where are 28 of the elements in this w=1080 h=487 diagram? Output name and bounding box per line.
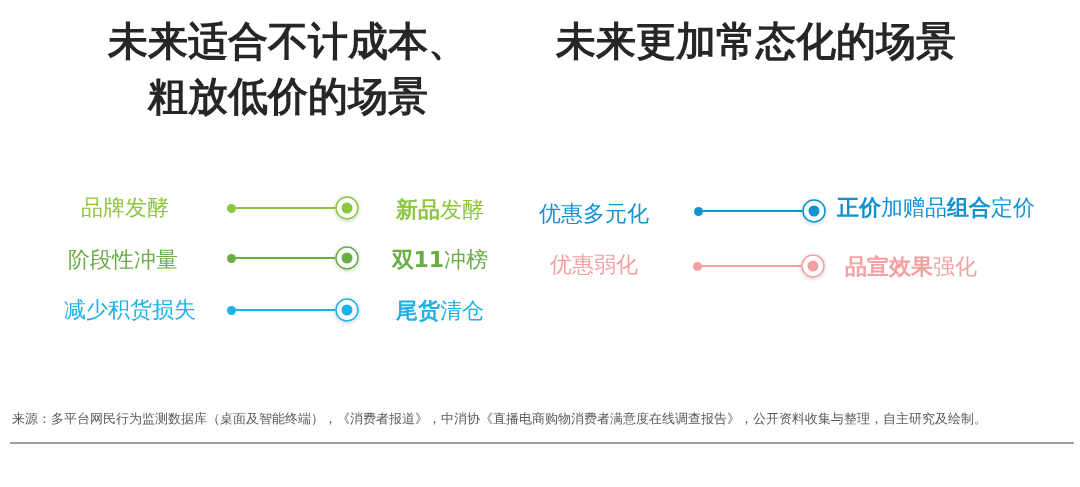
ring-marker <box>802 199 826 223</box>
ring-marker <box>801 254 825 278</box>
connector-line <box>700 265 802 267</box>
dot-marker <box>226 203 236 213</box>
source-note: 来源：多平台网民行为监测数据库（桌面及智能终端），《消费者报道》，中消协《直播电商购物消费者满意度在线调查报告》，公开资料收集与整理，自主研究及绘制。 <box>12 410 988 427</box>
ring-marker <box>335 246 359 270</box>
dot-marker <box>226 253 236 263</box>
connector-line <box>234 309 336 311</box>
ring-marker <box>335 196 359 220</box>
phrase-text: 双11冲榜 <box>391 246 489 274</box>
section-heading: 未来更加常态化的场景 <box>554 17 957 66</box>
ring-marker <box>335 298 359 322</box>
connector-line <box>234 207 336 209</box>
phrase-text: 品宣效果强化 <box>845 253 977 281</box>
phrase-text: 尾货清仓 <box>396 297 484 325</box>
dot-marker <box>226 305 236 315</box>
phrase-text: 品牌发酵 <box>81 194 169 222</box>
dot-marker <box>692 261 702 271</box>
phrase-text: 优惠弱化 <box>550 251 638 279</box>
connector-line <box>701 210 803 212</box>
phrase-text: 阶段性冲量 <box>68 246 178 274</box>
phrase-text: 正价加赠品组合定价 <box>837 194 1035 222</box>
phrase-text: 优惠多元化 <box>539 200 649 228</box>
connector-line <box>234 257 336 259</box>
dot-marker <box>693 206 703 216</box>
phrase-text: 新品发酵 <box>396 196 484 224</box>
section-heading: 未来适合不计成本、粗放低价的场景 <box>106 17 469 121</box>
phrase-text: 减少积货损失 <box>64 296 196 324</box>
